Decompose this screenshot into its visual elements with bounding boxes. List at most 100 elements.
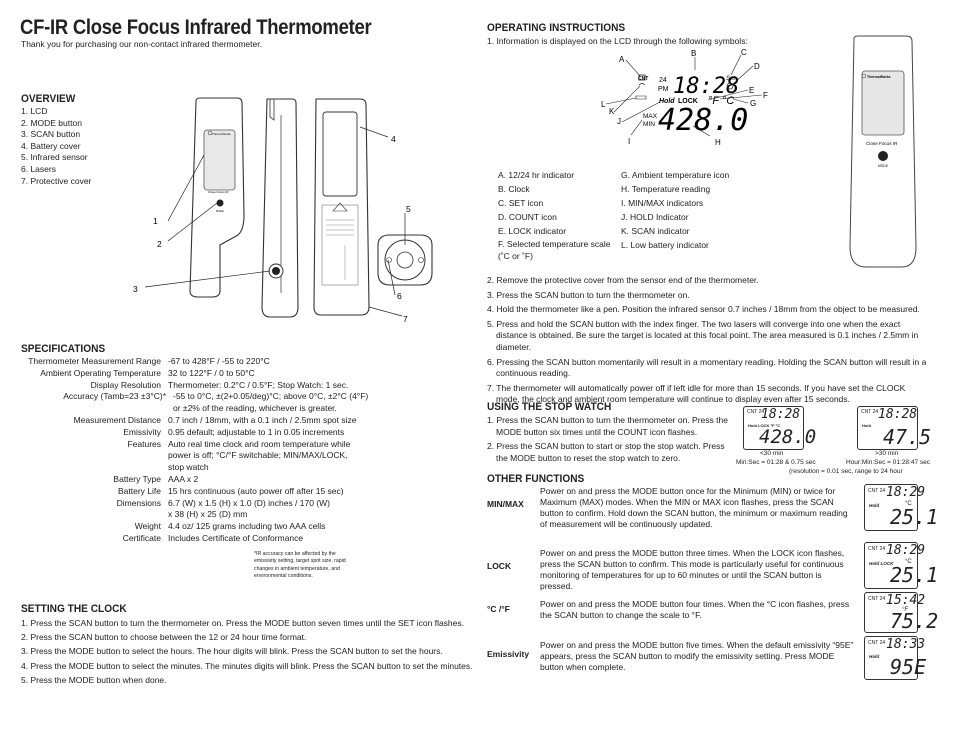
stopwatch-caption: Hour:Min:Sec = 01:28:47 sec [846, 459, 931, 466]
lcd-temp-digits: 25.1 [890, 563, 939, 587]
list-item: 2. Remove the protective cover from the … [487, 275, 759, 285]
spec-row: Accuracy (Tamb=23 ±3°C)*-55 to 0°C, ±(2+… [63, 391, 369, 414]
legend-item: C. SET icon [498, 198, 544, 208]
legend-item: D. COUNT icon [498, 212, 557, 222]
lcd-clock-digits: 18:28 [761, 407, 801, 422]
operating-intro: 1. Information is displayed on the LCD t… [487, 36, 748, 46]
legend-item: F. Selected temperature scale (˚C or ˚F) [498, 239, 611, 261]
list-item: 7. Protective cover [21, 175, 92, 186]
list-item: 2. Press the SCAN button to start or sto… [487, 441, 725, 463]
marker-c: C [741, 48, 747, 57]
front-label: Close Focus IR [208, 190, 229, 194]
symbol-legend: A. 12/24 hr indicator B. Clock C. SET ic… [498, 168, 751, 262]
list-item: 1. Press the SCAN button to turn the the… [487, 415, 728, 437]
callout-2: 2 [157, 239, 162, 249]
lcd-clock-digits: 18:29 [886, 543, 926, 558]
legend-item: I. MIN/MAX indicators [621, 198, 704, 208]
setting-clock-heading: SETTING THE CLOCK [21, 603, 127, 615]
function-label-lock: LOCK [487, 561, 512, 571]
function-text-lock: Power on and press the MODE button three… [540, 548, 845, 591]
function-label-minmax: MIN/MAX [487, 499, 524, 509]
stopwatch-steps: 1. Press the SCAN button to turn the the… [487, 415, 732, 464]
list-item: 4. Hold the thermometer like a pen. Posi… [487, 304, 920, 315]
lcd-24-label: 24 [659, 77, 667, 84]
callout-7: 7 [403, 314, 408, 324]
callout-1: 1 [153, 216, 158, 226]
specifications-heading: SPECIFICATIONS [21, 343, 106, 355]
legend-item: H. Temperature reading [621, 184, 711, 194]
list-item: 3. Press the MODE button to select the h… [21, 646, 443, 657]
callout-5: 5 [406, 204, 411, 214]
lcd-symbol-diagram: CNT 24 PM 18:28 Set Hold LOCK °F °C MAX … [601, 48, 768, 147]
legend-item: E. LOCK indicator [498, 226, 567, 236]
list-item: 6. Lasers [21, 163, 56, 174]
stopwatch-heading: USING THE STOP WATCH [487, 401, 612, 413]
device-front-illustration: ThermoWorks Close Focus IR MODE [849, 35, 917, 268]
list-item: 2. MODE button [21, 117, 82, 128]
lcd-hold-label: Hold [659, 98, 675, 105]
marker-h: H [715, 138, 721, 147]
list-item: 4. Battery cover [21, 140, 81, 151]
brand-logo-text: ThermoWorks [212, 132, 231, 136]
callout-4: 4 [391, 134, 396, 144]
mode-label: MODE [216, 209, 224, 213]
lcd-hold-tag: Hold [869, 503, 880, 508]
marker-k: K [609, 107, 615, 116]
lcd-unit-label: °F [902, 607, 909, 613]
lcd-hold-tag: Hold [869, 654, 880, 659]
lcd-temp-digits: 428.0 [759, 426, 817, 448]
list-item: 5. Press the MODE button when done. [21, 674, 167, 685]
function-label-emissivity: Emissivity [487, 649, 530, 659]
function-text-minmax: Power on and press the MODE button once … [540, 486, 848, 529]
overview-list: 1. LCD 2. MODE button 3. SCAN button 4. … [21, 106, 91, 187]
list-item: 1. Press the SCAN button to turn the the… [21, 618, 465, 628]
operating-heading: OPERATING INSTRUCTIONS [487, 22, 626, 34]
spec-row: Thermometer Measurement Range-67 to 428°… [28, 356, 270, 366]
lcd-temp-digits: 47.5 [883, 425, 932, 449]
list-item: 3. SCAN button [21, 129, 81, 140]
function-lcd-minmax: CNT 24 18:29 Hold °C 25.1 [864, 484, 938, 531]
legend-item: G. Ambient temperature icon [621, 170, 730, 180]
stopwatch-caption: >30 min [875, 450, 899, 457]
function-lcd-scale: CNT 24 15:42 °F 75.2 [864, 592, 938, 633]
list-item: 7. The thermometer will automatically po… [487, 382, 906, 405]
legend-item: B. Clock [498, 184, 530, 194]
brand-logo-text: ThermoWorks [867, 75, 891, 79]
stopwatch-lcd-over-30: CNT 24 18:28 Hold 47.5 [857, 406, 931, 450]
list-item: 4. Press the MODE button to select the m… [21, 660, 473, 671]
operating-steps: 2. Remove the protective cover from the … [487, 275, 927, 406]
lcd-set-label: Set [726, 76, 735, 82]
lcd-lock-label: LOCK [678, 98, 698, 105]
lcd-hold-tag: Hold LOCK [869, 561, 894, 566]
stopwatch-caption: <30 min [760, 450, 784, 457]
marker-i: I [628, 137, 630, 146]
legend-item: L. Low battery indicator [621, 240, 709, 250]
legend-item: K. SCAN indicator [621, 226, 690, 236]
overview-heading: OVERVIEW [21, 93, 76, 105]
page-title: CF-IR Close Focus Infrared Thermometer [20, 16, 372, 39]
other-functions-heading: OTHER FUNCTIONS [487, 473, 585, 485]
list-item: 2. Press the SCAN button to choose betwe… [21, 632, 307, 643]
function-text-scale: Power on and press the MODE button four … [540, 599, 850, 620]
lcd-cnt-label: CNT [638, 76, 648, 82]
callout-6: 6 [397, 291, 402, 301]
function-label-scale: °C /°F [487, 604, 510, 614]
lcd-temp-digits: 95E [890, 655, 927, 679]
function-text-emissivity: Power on and press the MODE button five … [540, 640, 854, 672]
device-diagram: 1 2 3 4 5 6 7 ThermoWorks Close Focus IR… [133, 97, 433, 324]
marker-l: L [601, 100, 606, 109]
list-item: 3. Press the SCAN button to turn the the… [487, 289, 690, 300]
function-lcd-emissivity: CNT 24 18:33 Hold 95E [864, 636, 926, 680]
setting-clock-steps: 1. Press the SCAN button to turn the the… [21, 616, 473, 687]
marker-a: A [619, 55, 625, 64]
lcd-temp-digits: 428.0 [658, 103, 748, 138]
lcd-clock-digits: 15:42 [886, 593, 926, 608]
lcd-min-label: MIN [643, 121, 655, 128]
accuracy-footnote: *IR accuracy can be affected by the emis… [254, 551, 346, 580]
